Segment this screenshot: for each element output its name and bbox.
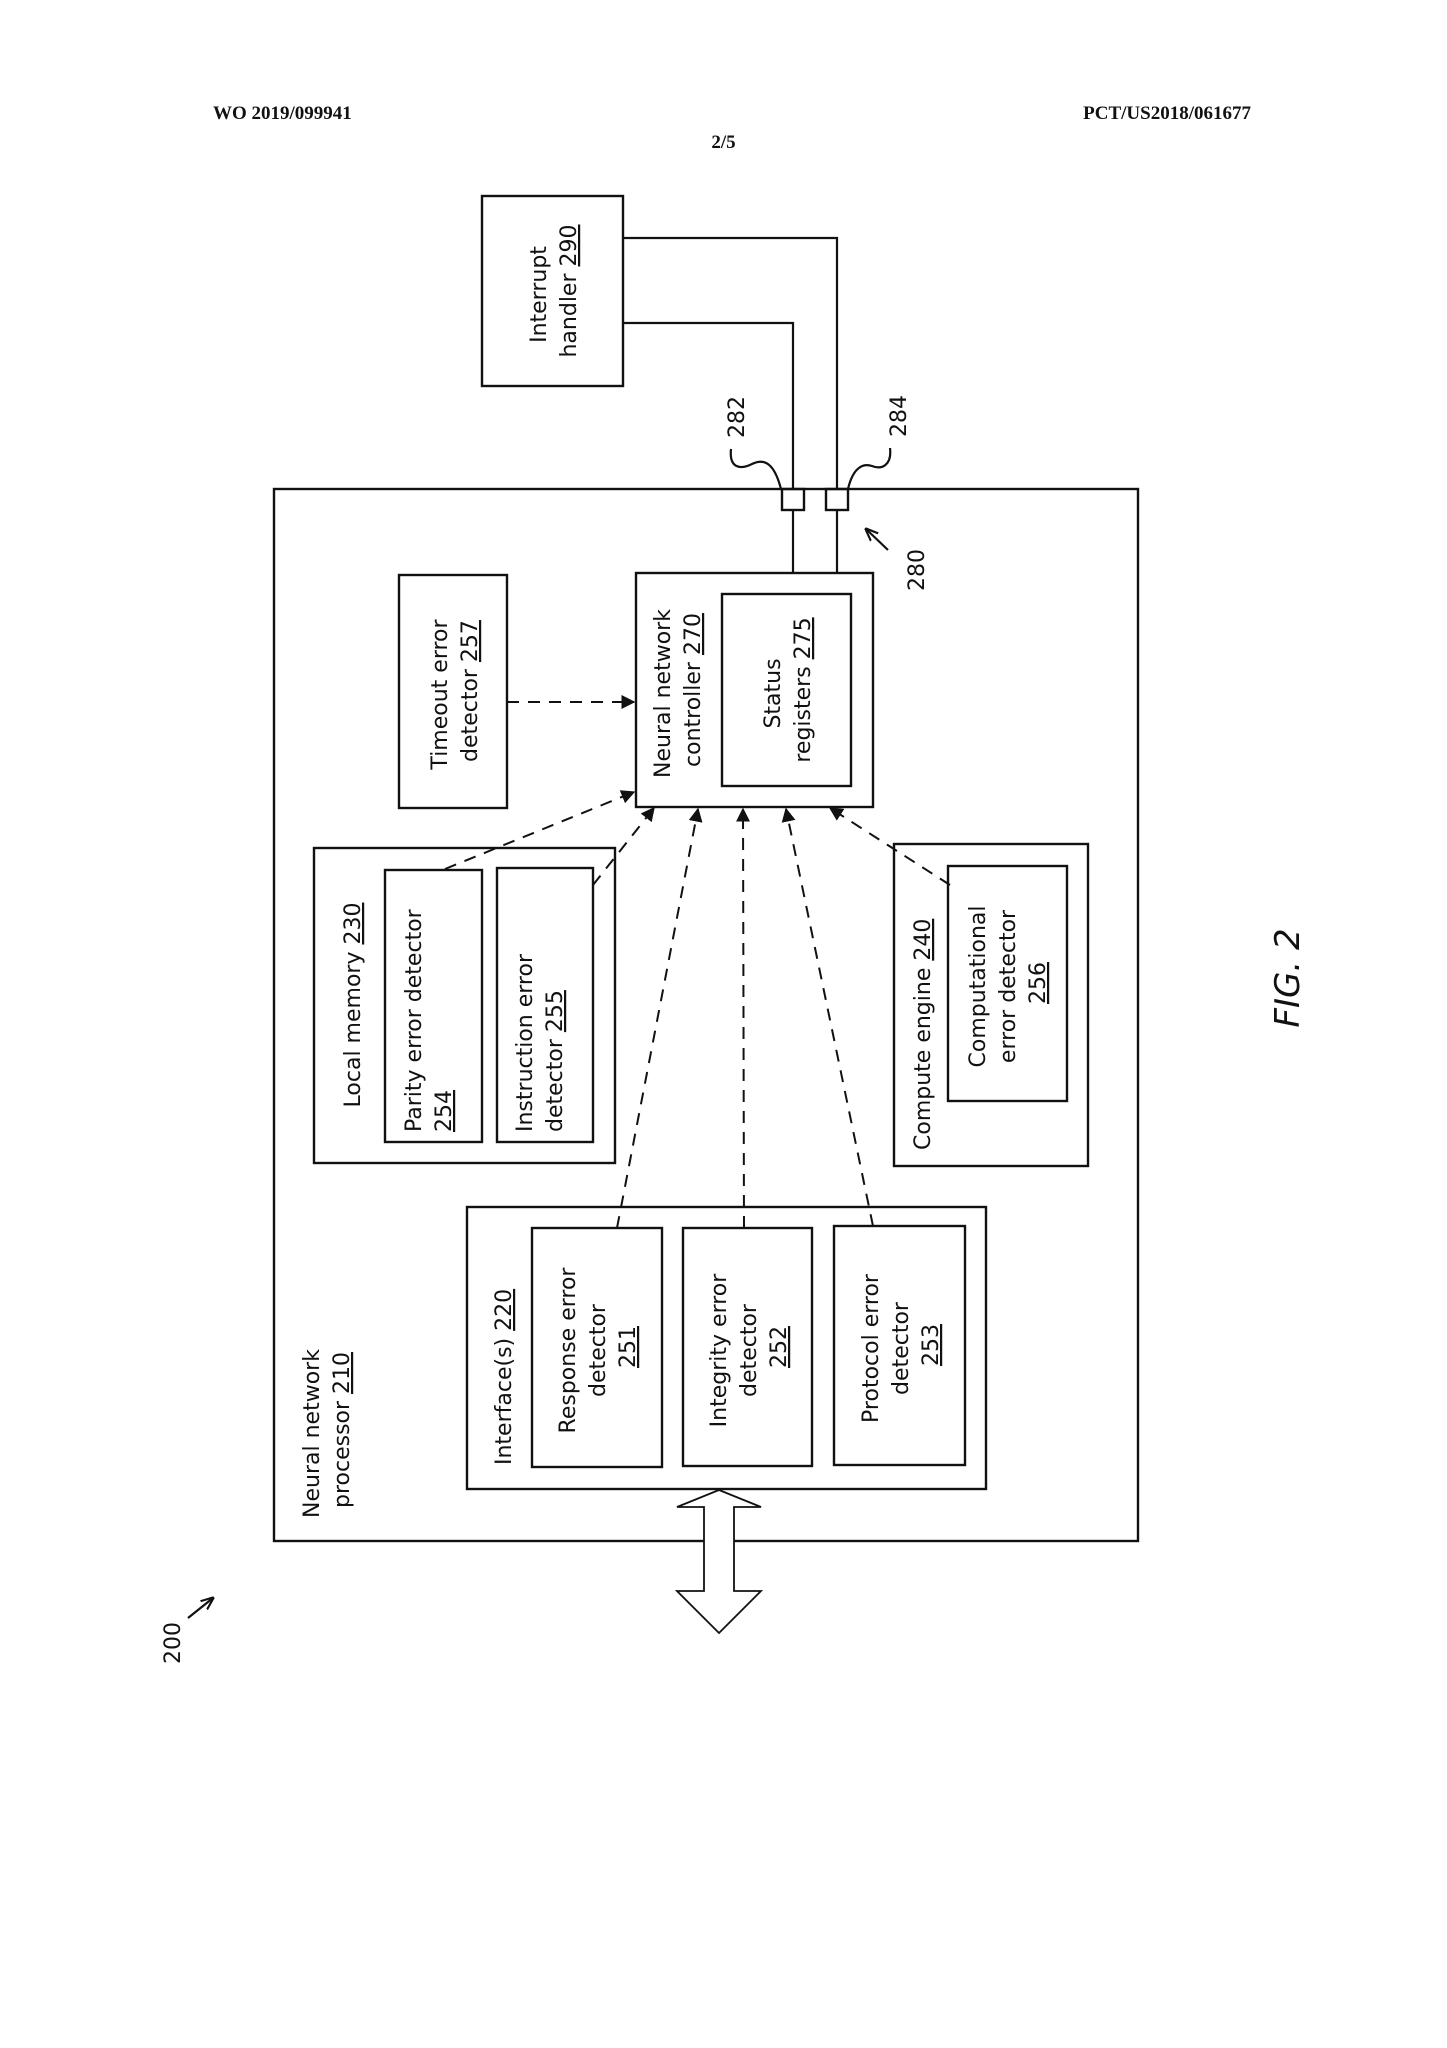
instruction-detector-label: Instruction error detector 255 [513, 947, 568, 1132]
neural-network-controller-block: Neural network controller 270 Status reg… [634, 571, 875, 809]
interface-280-ref: 280 [905, 549, 930, 591]
interrupt-wire-284 [623, 236, 839, 489]
publication-number: WO 2019/099941 [213, 103, 352, 124]
compute-engine-block: Compute engine 240 Computational error d… [892, 842, 1090, 1168]
controller-label: Neural network controller 270 [651, 602, 706, 778]
processor-label: Neural network processor 210 [300, 1342, 355, 1518]
application-number: PCT/US2018/061677 [1083, 103, 1251, 124]
interrupt-handler-label: Interrupt handler 290 [527, 224, 582, 357]
ref-200-arrow [187, 1598, 213, 1619]
interfaces-box [465, 1205, 988, 1491]
compute-engine-box [892, 842, 1090, 1168]
interfaces-label: Interface(s) 220 [492, 1289, 517, 1465]
compute-engine-label: Compute engine 240 [911, 919, 936, 1150]
pin-284-ref: 284 [887, 395, 912, 437]
timeout-detector-label: Timeout error detector 257 [428, 612, 483, 770]
pin-284-leader [846, 447, 892, 490]
response-signal-arrow [616, 807, 703, 1229]
parity-signal-arrow [444, 790, 636, 870]
status-registers-box [720, 592, 853, 788]
parity-detector-box [383, 868, 484, 1144]
parity-detector-label: Parity error detector 254 [402, 902, 457, 1132]
timeout-error-detector-block: Timeout error detector 257 [397, 573, 509, 810]
local-memory-block: Local memory 230 Parity error detector 2… [312, 846, 617, 1165]
neural-network-processor-block: Neural network processor 210 [272, 487, 1140, 1543]
ref-280-arrow [866, 529, 889, 551]
bidirectional-bus-arrow [674, 1489, 764, 1635]
local-memory-label: Local memory 230 [341, 903, 366, 1108]
controller-box [634, 571, 875, 809]
integrity-detector-box [681, 1226, 814, 1468]
computational-detector-box [946, 864, 1069, 1103]
protocol-signal-arrow [781, 807, 874, 1227]
pin-282-ref: 282 [725, 396, 750, 438]
local-memory-box [312, 846, 617, 1165]
status-registers-label: Status registers 275 [761, 617, 816, 762]
pin-282-leader [729, 448, 783, 490]
response-detector-box [530, 1226, 664, 1469]
protocol-detector-box [832, 1224, 967, 1467]
instruction-detector-box [495, 866, 595, 1144]
figure-label: FIG. 2 [1268, 928, 1308, 1027]
interfaces-block: Interface(s) 220 Response error detector… [465, 1205, 988, 1491]
protocol-detector-label: Protocol error detector 253 [859, 1267, 944, 1423]
integrity-signal-arrow [736, 807, 751, 1229]
interrupt-wire-282 [623, 321, 795, 489]
sheet-number: 2/5 [711, 132, 736, 153]
interrupt-handler-block: Interrupt handler 290 [480, 194, 625, 388]
instruction-signal-arrow [592, 806, 655, 886]
pin-282 [780, 487, 806, 512]
interrupt-handler-box [480, 194, 625, 388]
pin-284 [824, 487, 850, 512]
timeout-detector-box [397, 573, 509, 810]
computational-signal-arrow [828, 807, 951, 886]
computational-detector-label: Computational error detector 256 [966, 898, 1051, 1067]
system-200-ref: 200 [161, 1622, 186, 1664]
response-detector-label: Response error detector 251 [556, 1261, 641, 1434]
integrity-detector-label: Integrity error detector 252 [707, 1267, 792, 1428]
